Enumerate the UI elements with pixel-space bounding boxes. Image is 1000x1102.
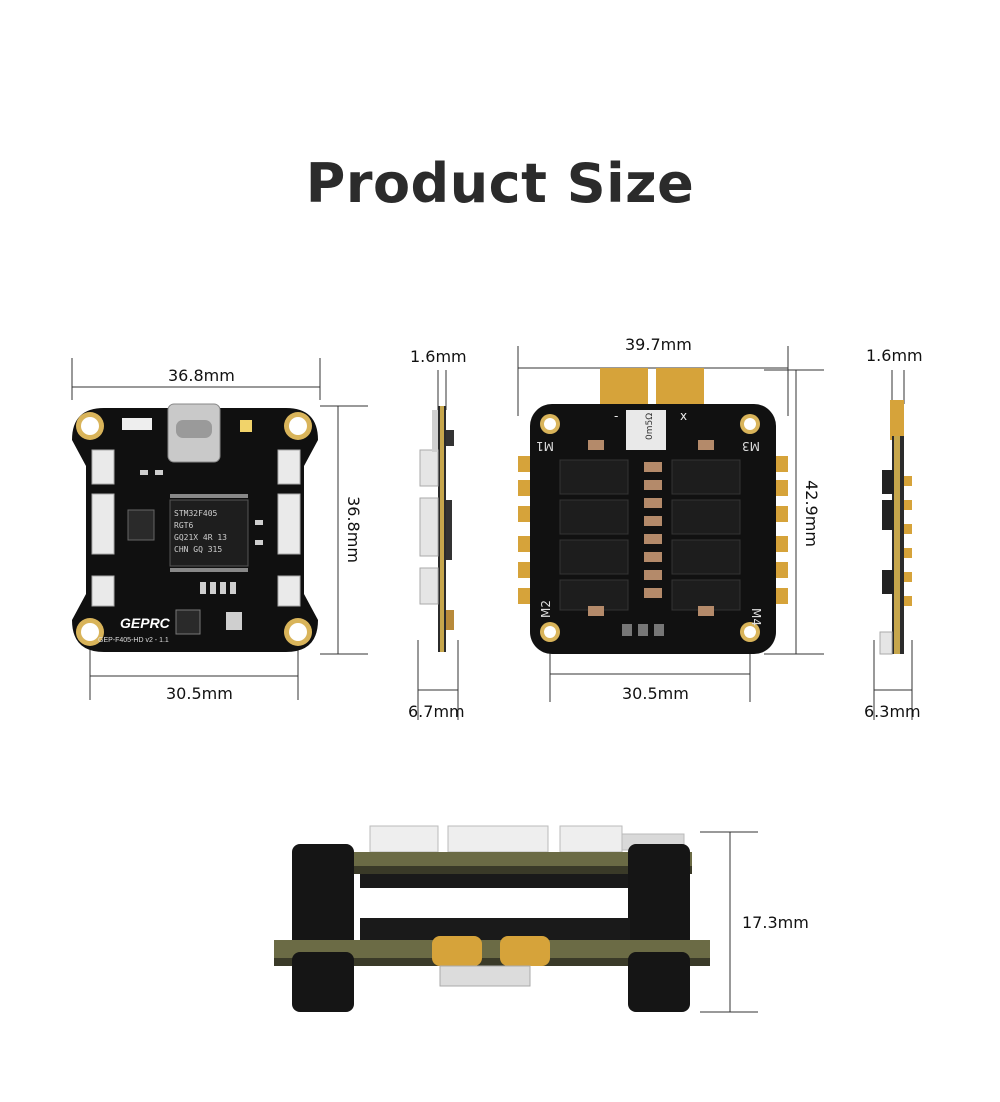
motor-label-m4: M4 (749, 608, 763, 626)
esc-side-thickness-label: 1.6mm (866, 346, 923, 365)
motor-pads (518, 456, 788, 604)
shunt-label: 0m5Ω (645, 413, 655, 440)
esc-hole-spacing-label: 30.5mm (622, 684, 689, 703)
standoff-left-top (292, 844, 354, 954)
fc-model-label: GEP-F405-HD v2 - 1.1 (98, 637, 169, 644)
fc-width-label: 36.8mm (168, 366, 235, 385)
fc-side-thickness-label: 1.6mm (410, 347, 467, 366)
fc-side-view (417, 370, 459, 720)
mount-holes (76, 412, 312, 646)
mcu-text-line: CHN GQ 315 (174, 545, 222, 554)
stack-height-label: 17.3mm (742, 913, 809, 932)
esc-top-view: 0m5Ω - x M1 M3 M2 M4 (517, 346, 824, 702)
mcu-text-line: STM32F405 (174, 509, 218, 518)
standoff-right-bottom (628, 952, 690, 1012)
fc-side-depth-label: 6.7mm (408, 702, 465, 721)
standoff-left-bottom (292, 952, 354, 1012)
esc-width-label: 39.7mm (625, 335, 692, 354)
fc-connectors (91, 449, 301, 607)
page-title: Product Size (305, 152, 695, 215)
standoff-right-top (628, 844, 690, 954)
stack-side-view (274, 825, 758, 1013)
pad-sign-neg: - (614, 409, 618, 423)
esc-side-view (873, 370, 913, 720)
mcu-text-line: GQ21X 4R 13 (174, 533, 227, 542)
mcu-text-line: RGT6 (174, 521, 193, 530)
mcu-chip (169, 499, 249, 567)
fc-top-view: STM32F405 RGT6 GQ21X 4R 13 CHN GQ 315 GE… (71, 358, 368, 700)
motor-label-m2: M2 (539, 600, 553, 618)
fc-hole-spacing-label: 30.5mm (166, 684, 233, 703)
motor-label-m1: M1 (536, 439, 554, 453)
brand-logo: GEPRC (120, 615, 171, 631)
pad-sign-pos: x (680, 409, 687, 423)
fc-height-label: 36.8mm (343, 496, 363, 563)
esc-side-depth-label: 6.3mm (864, 702, 921, 721)
motor-label-m3: M3 (742, 439, 760, 453)
esc-height-label: 42.9mm (801, 480, 821, 547)
